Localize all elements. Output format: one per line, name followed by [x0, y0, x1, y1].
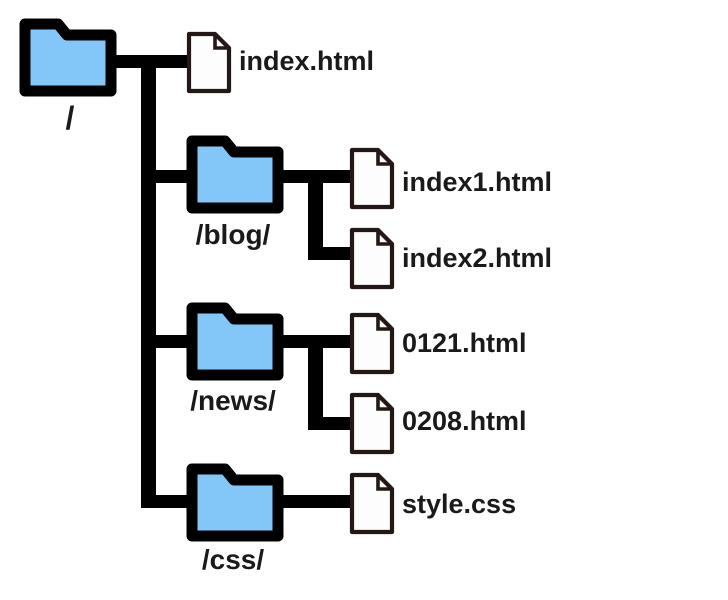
0208-html-file-icon — [349, 392, 395, 455]
connector-news-elbow — [308, 417, 353, 430]
index-html-file-icon — [186, 31, 232, 94]
connector-css-out — [279, 495, 353, 508]
connector-blog-subtrunk — [308, 170, 323, 260]
blog-folder-label: /blog/ — [195, 219, 271, 250]
news-folder-icon — [186, 302, 284, 381]
css-folder-icon — [186, 463, 284, 542]
index1-html-file-icon — [349, 147, 395, 210]
connector-news-branch — [156, 335, 190, 348]
connector-main-trunk — [141, 55, 156, 508]
style-css-label: style.css — [402, 489, 517, 519]
0121-html-file-icon — [349, 312, 395, 375]
0208-html-label: 0208.html — [402, 406, 527, 436]
connector-css-elbow — [141, 495, 190, 508]
root-folder-icon — [19, 18, 117, 97]
connector-news-subtrunk — [308, 335, 323, 430]
connector-blog-branch — [156, 170, 190, 183]
0121-html-label: 0121.html — [402, 328, 527, 358]
index1-html-label: index1.html — [402, 167, 553, 197]
index-html-label: index.html — [239, 46, 375, 76]
index2-html-label: index2.html — [402, 243, 553, 273]
index2-html-file-icon — [349, 227, 395, 290]
css-folder-label: /css/ — [201, 544, 265, 575]
connector-blog-elbow — [308, 247, 353, 260]
root-folder-label: / — [65, 100, 75, 136]
news-folder-label: /news/ — [190, 385, 276, 416]
style-css-file-icon — [349, 472, 395, 535]
blog-folder-icon — [186, 135, 284, 214]
